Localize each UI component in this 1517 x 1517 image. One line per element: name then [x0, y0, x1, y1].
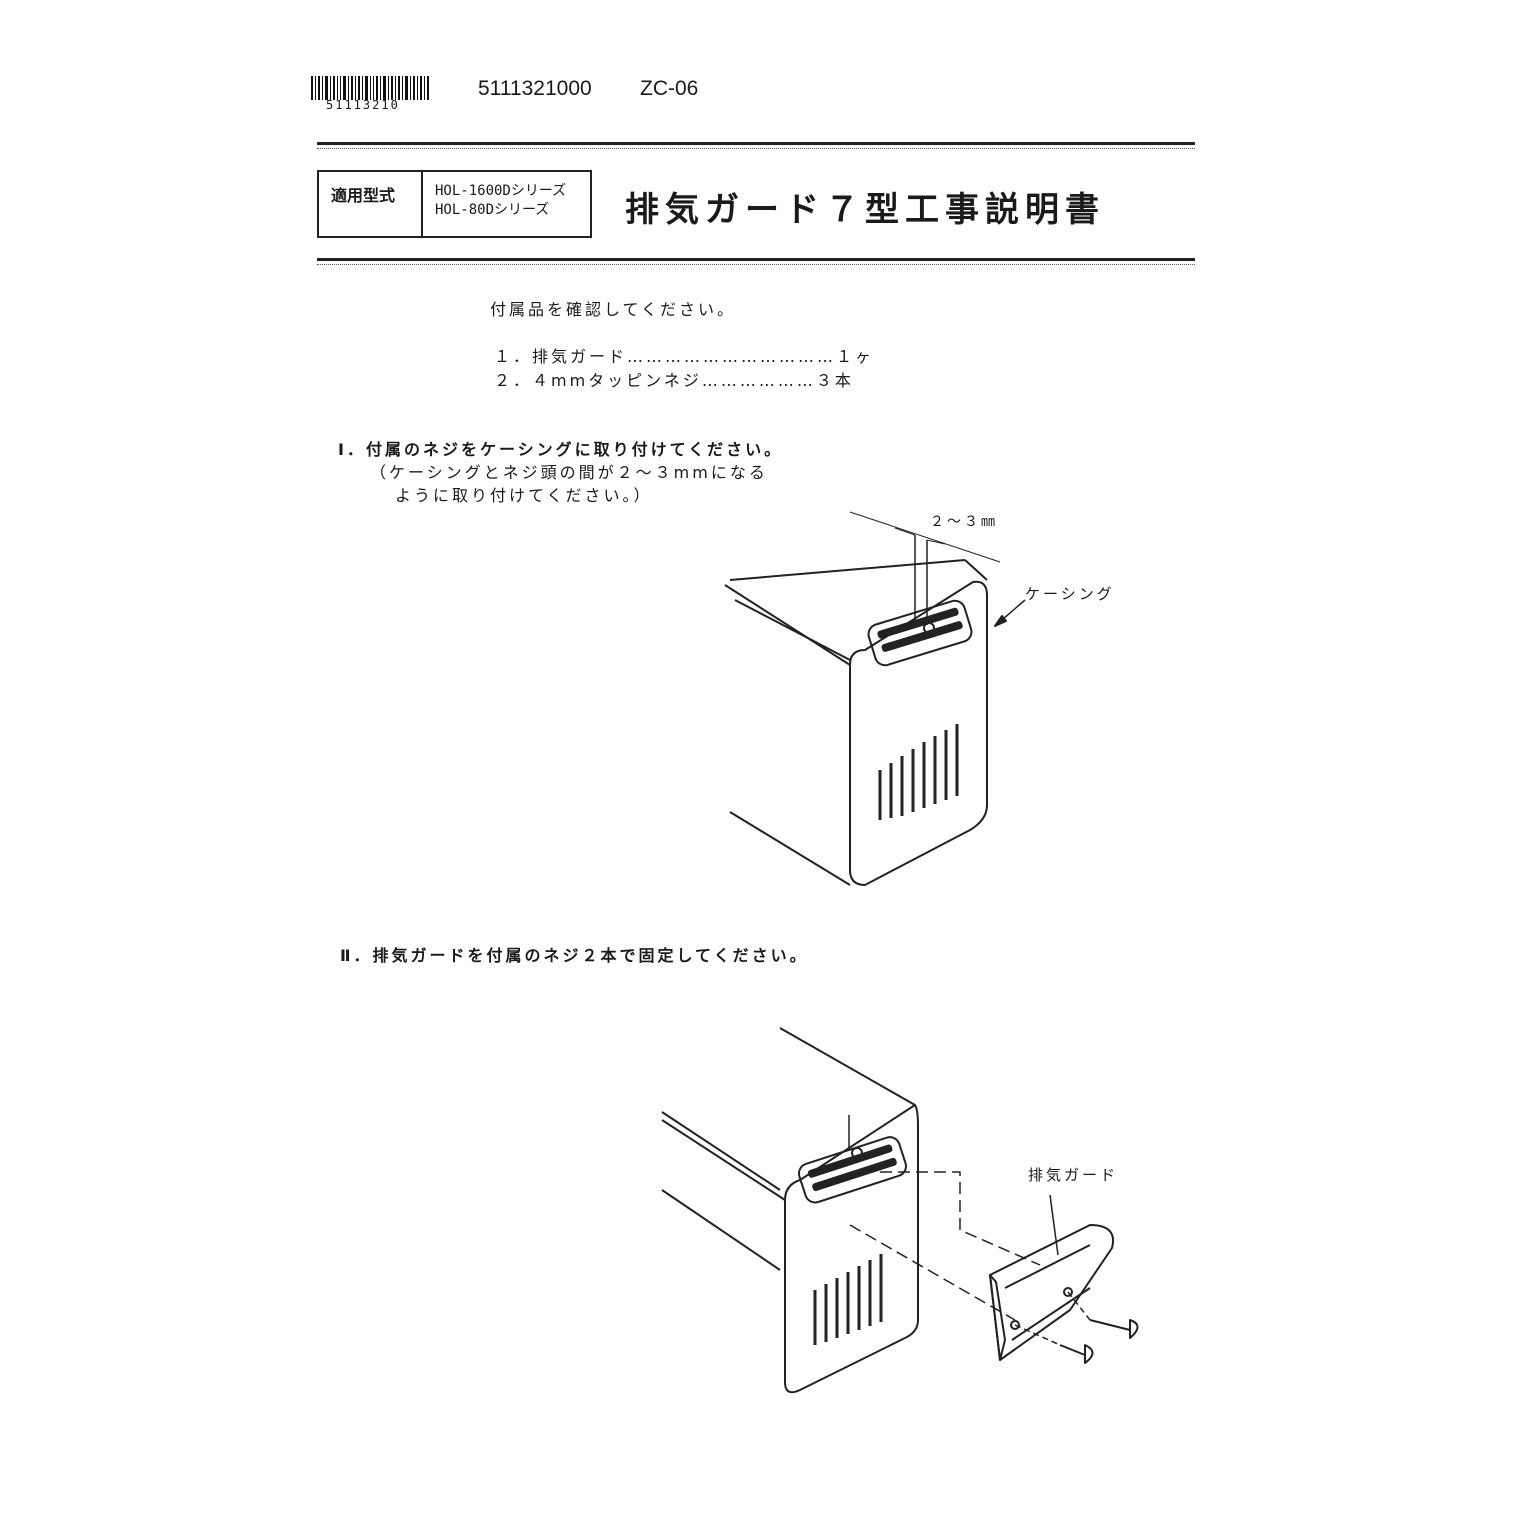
- model-series-item: HOL-1600Dシリーズ: [435, 183, 567, 199]
- model-label: 適用型式: [331, 186, 396, 205]
- barcode-number: 51113210: [326, 98, 400, 112]
- accessory-item: ２．４mmタッピンネジ………………３本: [494, 371, 854, 390]
- barcode: [311, 76, 429, 100]
- model-table: 適用型式 HOL-1600Dシリーズ HOL-80Dシリーズ: [317, 170, 592, 238]
- figure-1-casing-screw: [724, 511, 1026, 886]
- dimension-label: ２～３㎜: [930, 514, 998, 530]
- step-2-label: Ⅱ．排気ガードを付属のネジ２本で固定してください。: [340, 946, 809, 965]
- document-title: 排気ガード７型工事説明書: [625, 190, 1105, 230]
- model-series-list: HOL-1600Dシリーズ HOL-80Dシリーズ: [435, 182, 566, 220]
- step-1-note: ように取り付けてください。）: [395, 486, 653, 505]
- bottom-rule: [317, 258, 1195, 261]
- document-number: 5111321000: [478, 77, 592, 100]
- model-series-item: HOL-80Dシリーズ: [435, 202, 550, 218]
- accessory-item: １．排気ガード……………………………１ヶ: [494, 347, 875, 366]
- step-1-label: Ⅰ．付属のネジをケーシングに取り付けてください。: [338, 440, 784, 459]
- guard-label: 排気ガード: [1028, 1166, 1119, 1184]
- figure-2-guard-install: [661, 1027, 1139, 1394]
- bottom-rule-dotted: [317, 264, 1195, 266]
- casing-label: ケーシング: [1025, 585, 1115, 603]
- model-label-cell: 適用型式: [319, 172, 423, 236]
- document-code: ZC-06: [640, 77, 699, 100]
- top-rule: [317, 142, 1195, 145]
- top-rule-dotted: [317, 148, 1195, 150]
- accessories-intro: 付属品を確認してください。: [490, 300, 737, 319]
- step-1-note: （ケーシングとネジ頭の間が２～３mmになる: [370, 463, 768, 482]
